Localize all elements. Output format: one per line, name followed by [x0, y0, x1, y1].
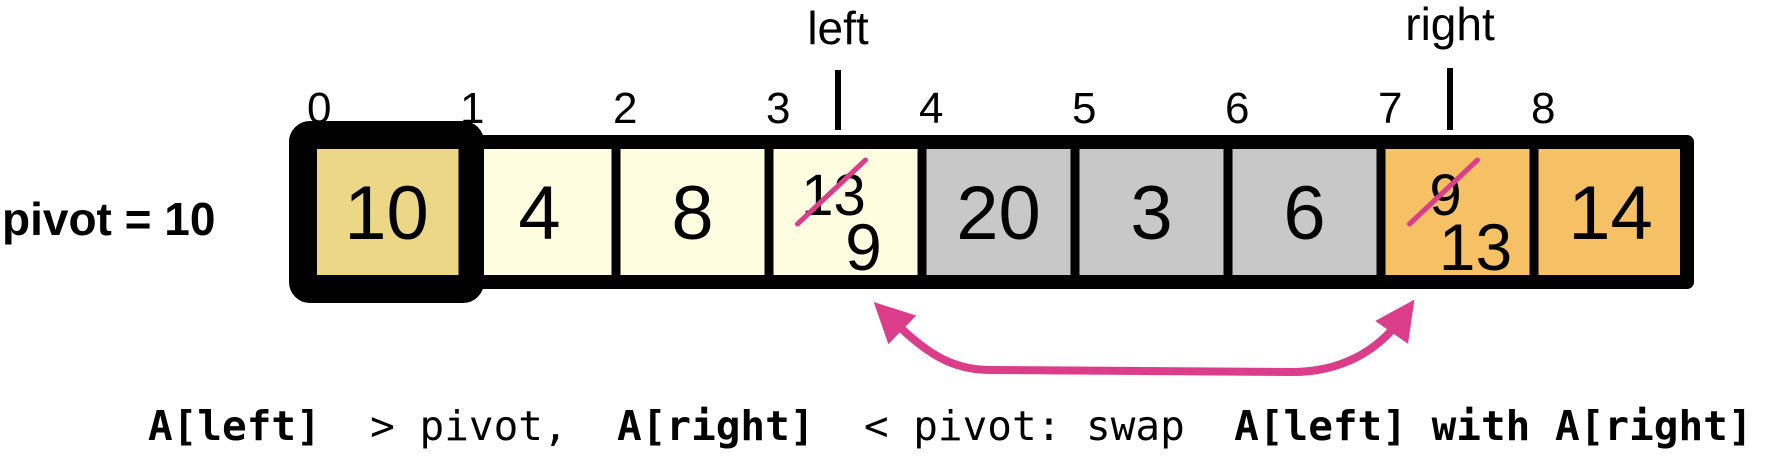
- caption-part-swap: A[left] with A[right]: [1234, 402, 1752, 450]
- pivot-cell-box: [289, 121, 484, 303]
- old-value-7: 9: [1429, 163, 1461, 228]
- caption-part-lt: < pivot: swap: [839, 402, 1209, 450]
- index-label-2: 2: [613, 84, 637, 133]
- array-value-8: 14: [1568, 171, 1653, 256]
- array-value-2: 8: [671, 171, 713, 256]
- caption-part-left: A[left]: [148, 402, 321, 450]
- right-pointer-label: right: [1405, 0, 1495, 50]
- index-label-4: 4: [919, 84, 943, 133]
- array-cell-5: [1075, 142, 1228, 282]
- array-value-7: 13: [1439, 210, 1512, 284]
- caption: A[left] > pivot, A[right] < pivot: swap …: [148, 402, 1753, 450]
- array-value-1: 4: [518, 171, 560, 256]
- index-label-7: 7: [1378, 84, 1402, 133]
- index-label-8: 8: [1531, 84, 1555, 133]
- array-value-5: 3: [1130, 171, 1172, 256]
- array-cell-4: [922, 142, 1075, 282]
- array-cell-1: [463, 142, 616, 282]
- array-cell-0: [310, 142, 463, 282]
- array-value-6: 6: [1283, 171, 1325, 256]
- swap-arrow: [873, 299, 1415, 377]
- array-cell-8: [1534, 142, 1687, 282]
- array-value-3: 9: [845, 210, 882, 284]
- index-label-5: 5: [1072, 84, 1096, 133]
- index-label-3: 3: [766, 84, 790, 133]
- array-value-4: 20: [956, 171, 1041, 256]
- array-value-0: 10: [344, 171, 429, 256]
- caption-part-right: A[right]: [617, 402, 814, 450]
- array-cell-7: [1381, 142, 1534, 282]
- caption-part-gt: > pivot,: [345, 402, 592, 450]
- array-cell-6: [1228, 142, 1381, 282]
- index-label-6: 6: [1225, 84, 1249, 133]
- strike-mark-7: [1407, 157, 1480, 227]
- left-pointer-label: left: [807, 2, 869, 54]
- array-cell-2: [616, 142, 769, 282]
- array-cell-3: [769, 142, 922, 282]
- old-value-3: 13: [801, 163, 866, 228]
- strike-mark-3: [795, 157, 868, 227]
- pivot-label: pivot = 10: [2, 193, 215, 245]
